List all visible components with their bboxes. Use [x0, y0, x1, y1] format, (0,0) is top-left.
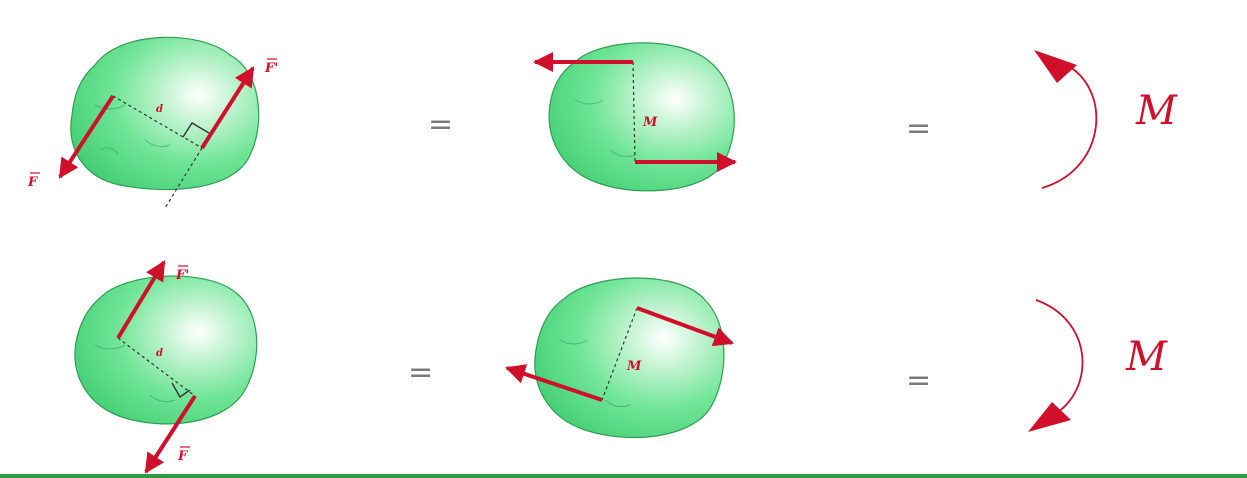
moment-arm-line	[601, 307, 638, 401]
moment-label: M	[626, 359, 642, 374]
force-left	[505, 364, 603, 402]
surface-texture	[94, 104, 171, 155]
equals-sign: =	[906, 111, 931, 146]
equals-sign: =	[906, 363, 931, 398]
couple-moment-cw: M	[1028, 299, 1168, 432]
rigid-body	[70, 36, 260, 191]
row-2: F' F d = M = M	[74, 260, 1168, 474]
distance-label: d	[156, 104, 163, 115]
force-F-label: F	[27, 175, 38, 190]
surface-texture	[559, 339, 631, 408]
moment-arc	[1035, 299, 1084, 413]
couple-moment-label: M	[1125, 334, 1168, 380]
equals-sign: =	[428, 107, 453, 142]
force-F	[58, 94, 115, 179]
couple-moment-ccw: M	[1034, 50, 1178, 189]
rigid-body-with-couple: F' F d	[74, 260, 258, 474]
rigid-body-with-moment: M	[505, 277, 734, 439]
rigid-body-with-moment: M	[533, 42, 737, 192]
distance-line	[112, 95, 203, 149]
vector-overbars	[30, 58, 277, 448]
force-F-prime-label: F'	[175, 268, 189, 283]
force-F-prime	[200, 66, 255, 150]
couple-moment-label: M	[1135, 88, 1178, 134]
moment-arrowhead	[1028, 402, 1071, 432]
moment-arrowhead	[1034, 50, 1077, 83]
rigid-body-with-couple: F F' d	[27, 36, 278, 209]
force-F	[144, 394, 197, 474]
moment-label: M	[642, 115, 658, 130]
surface-texture	[574, 99, 636, 158]
moment-arm-line	[632, 61, 636, 163]
force-F-prime-label: F'	[264, 61, 278, 76]
distance-line	[117, 337, 196, 397]
distance-label: d	[156, 348, 163, 359]
rigid-body	[534, 277, 725, 439]
force-F-prime	[116, 260, 166, 340]
rigid-body	[74, 275, 258, 425]
right-angle-mark	[171, 382, 191, 399]
force-right	[636, 306, 734, 347]
moment-arc	[1041, 61, 1098, 189]
surface-texture	[94, 344, 176, 403]
row-1: F F' d = M = M	[27, 36, 1178, 209]
bottom-rule	[0, 474, 1247, 478]
equals-sign: =	[408, 355, 433, 390]
rigid-body	[548, 42, 735, 192]
right-angle-mark	[182, 122, 210, 138]
force-F-label: F	[177, 449, 188, 464]
